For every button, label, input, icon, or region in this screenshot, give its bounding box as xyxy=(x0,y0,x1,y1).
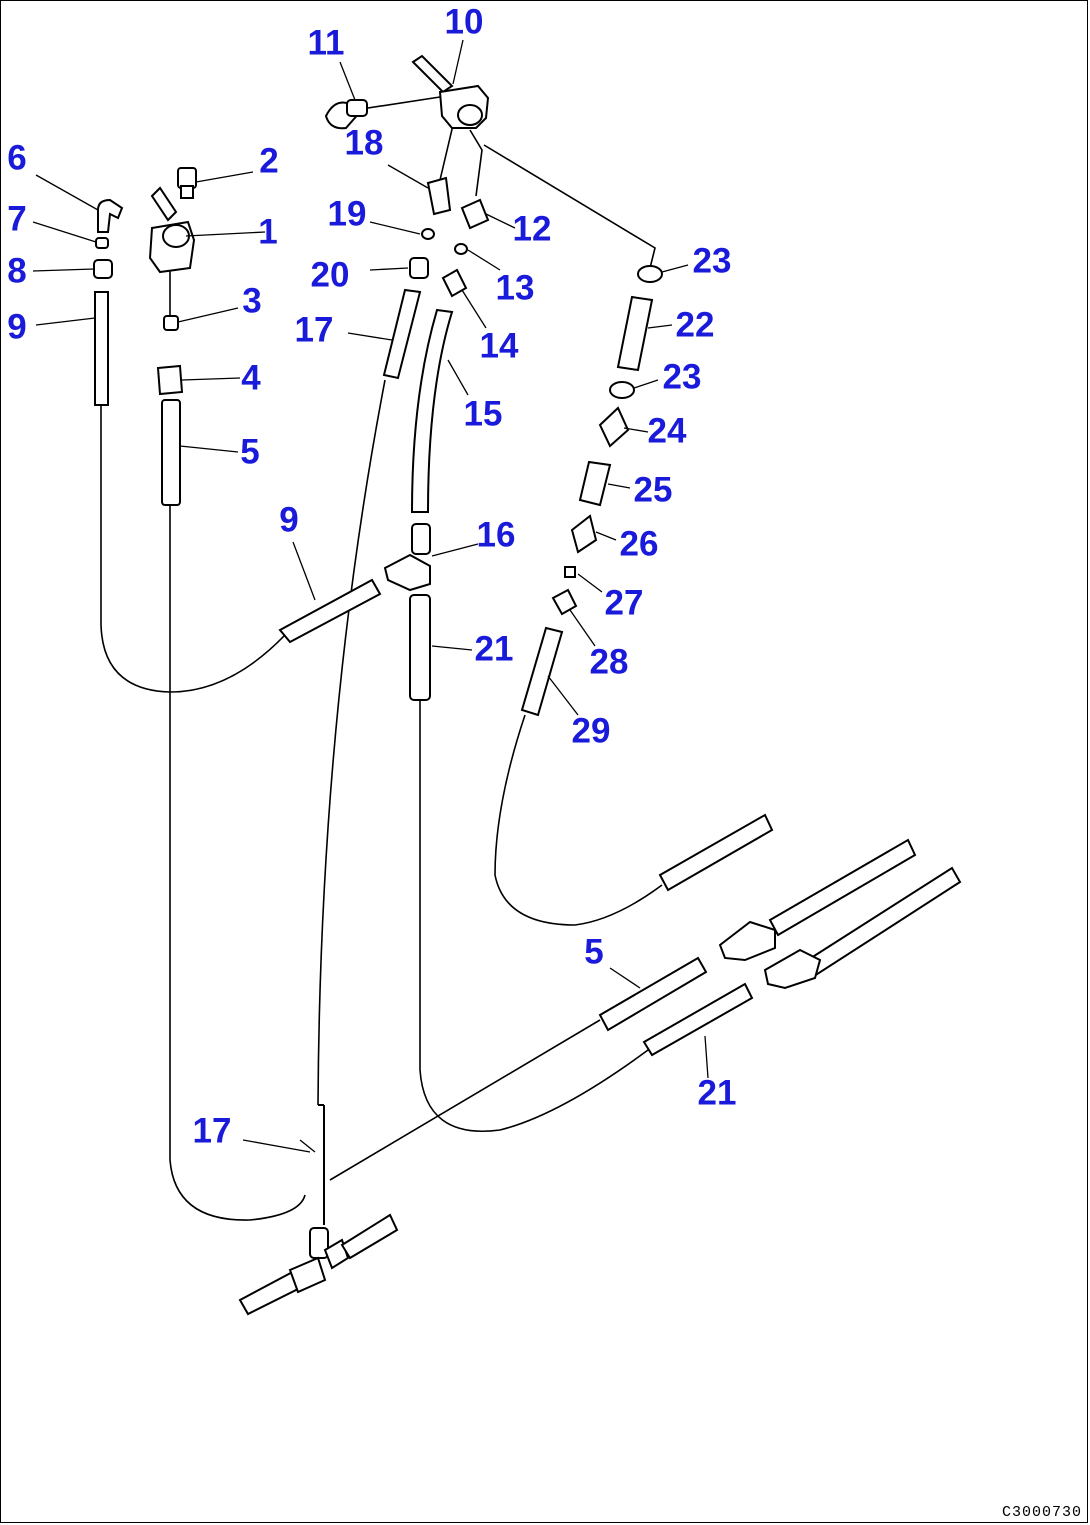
leader-lines xyxy=(32,39,709,1153)
callout-11: 11 xyxy=(307,23,345,63)
callout-12: 12 xyxy=(512,209,552,249)
callout-17-bottom: 17 xyxy=(192,1111,232,1151)
callout-26: 26 xyxy=(619,524,659,564)
hose-17-top xyxy=(382,288,422,380)
fitting-24 xyxy=(598,406,630,448)
part-20 xyxy=(409,257,429,279)
callout-3: 3 xyxy=(242,281,262,321)
callout-5: 5 xyxy=(240,432,260,472)
hose-21 xyxy=(409,594,431,701)
callout-25: 25 xyxy=(633,470,673,510)
callout-18: 18 xyxy=(344,123,384,163)
callout-21: 21 xyxy=(474,629,514,669)
drawing-code: C3000730 xyxy=(1001,1504,1082,1521)
callout-7: 7 xyxy=(7,199,27,239)
callout-24: 24 xyxy=(647,411,687,451)
part-8 xyxy=(93,259,113,279)
callout-22: 22 xyxy=(675,305,715,345)
hose-29 xyxy=(520,626,564,717)
fitting-18 xyxy=(426,176,452,216)
part-13 xyxy=(454,243,468,255)
callout-1: 1 xyxy=(258,212,278,252)
hose-routing-lines xyxy=(100,96,663,1221)
tee-bottom xyxy=(238,1104,399,1316)
tee-16 xyxy=(278,523,431,644)
callout-2: 2 xyxy=(259,141,279,181)
part-3 xyxy=(163,315,179,331)
callout-23-lower: 23 xyxy=(662,357,702,397)
valve-10 xyxy=(411,54,490,129)
hose-15 xyxy=(410,308,454,513)
callout-28: 28 xyxy=(589,642,629,682)
callout-9-middle: 9 xyxy=(279,500,299,540)
callout-8: 8 xyxy=(7,251,27,291)
bolt-2 xyxy=(177,167,197,199)
part-27 xyxy=(564,566,576,578)
callout-4: 4 xyxy=(241,358,261,398)
callout-5-bottom: 5 xyxy=(584,932,604,972)
hose-right-upper xyxy=(658,813,774,892)
block-1 xyxy=(148,186,196,274)
clamp-23-lower xyxy=(609,381,635,399)
tube-9 xyxy=(94,291,109,406)
fitting-right-a xyxy=(718,920,776,962)
hose-right-b xyxy=(798,866,962,982)
part-7 xyxy=(95,237,109,249)
part-25 xyxy=(578,460,612,507)
nut-28 xyxy=(551,588,578,616)
callout-21-bottom: 21 xyxy=(697,1073,737,1113)
callout-29: 29 xyxy=(571,711,611,751)
hose-21-bottom xyxy=(642,982,754,1057)
callout-13: 13 xyxy=(495,268,535,308)
callout-20: 20 xyxy=(310,255,350,295)
callout-27: 27 xyxy=(604,583,644,623)
callout-9: 9 xyxy=(7,307,27,347)
callout-16: 16 xyxy=(476,515,516,555)
hose-5-bottom xyxy=(598,956,708,1032)
clamp-23-top xyxy=(637,265,663,283)
callout-19: 19 xyxy=(327,194,367,234)
nut-14 xyxy=(441,268,468,298)
clamp-11 xyxy=(324,99,368,130)
hose-22 xyxy=(616,295,654,372)
callout-17-top: 17 xyxy=(294,310,334,350)
fitting-26 xyxy=(570,514,598,554)
part-19 xyxy=(421,228,435,240)
callout-14: 14 xyxy=(479,326,519,366)
callout-15: 15 xyxy=(463,394,503,434)
fitting-12 xyxy=(460,198,490,230)
part-4 xyxy=(156,364,184,396)
fitting-right-b xyxy=(763,948,822,990)
callout-10: 10 xyxy=(444,2,484,42)
callout-6: 6 xyxy=(7,138,27,178)
elbow-6 xyxy=(97,198,124,233)
hose-5 xyxy=(161,399,181,506)
callout-23-top: 23 xyxy=(692,241,732,281)
